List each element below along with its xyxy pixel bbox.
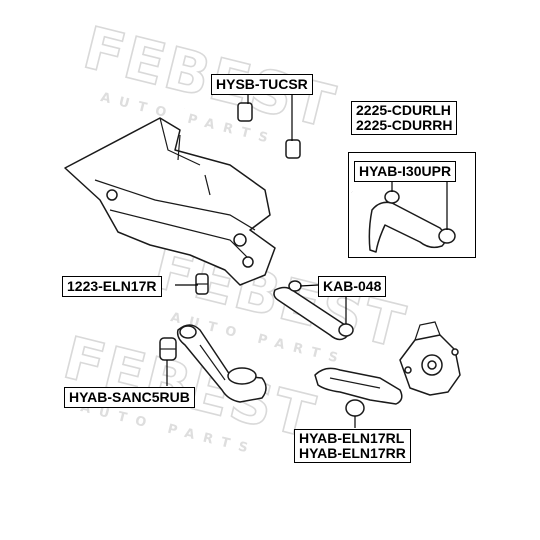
leader-lines bbox=[166, 93, 448, 428]
label-1223-eln17r-text: 1223-ELN17R bbox=[67, 278, 157, 294]
label-kab-048: KAB-048 bbox=[318, 276, 387, 297]
label-hyab-sanc5rub: HYAB-SANC5RUB bbox=[64, 387, 195, 408]
label-hyab-i30upr: HYAB-I30UPR bbox=[354, 161, 457, 182]
label-hysb-tucsr-text: HYSB-TUCSR bbox=[216, 76, 308, 92]
label-2225-cdur: 2225-CDURLH 2225-CDURRH bbox=[351, 101, 458, 135]
upper-arm bbox=[368, 190, 456, 253]
label-1223-eln17r: 1223-ELN17R bbox=[62, 276, 162, 297]
bushing-1223 bbox=[195, 273, 209, 295]
label-hyab-eln17rl-text: HYAB-ELN17RL bbox=[299, 430, 405, 446]
label-hyab-sanc5rub-text: HYAB-SANC5RUB bbox=[69, 389, 190, 405]
label-2225-cdurlh-text: 2225-CDURLH bbox=[356, 102, 451, 118]
trailing-arm bbox=[314, 367, 403, 417]
label-kab-048-text: KAB-048 bbox=[323, 278, 382, 294]
label-hyab-eln17rr-text: HYAB-ELN17RR bbox=[299, 445, 406, 461]
subframe bbox=[64, 117, 276, 286]
link-kab bbox=[273, 280, 354, 341]
bushing-sanc bbox=[159, 337, 177, 361]
upper-arm-group-box bbox=[348, 152, 476, 258]
label-hyab-i30upr-text: HYAB-I30UPR bbox=[359, 163, 452, 179]
lower-arm bbox=[176, 324, 267, 403]
label-2225-cdurrh-text: 2225-CDURRH bbox=[356, 117, 453, 133]
label-hysb-tucsr: HYSB-TUCSR bbox=[211, 74, 313, 95]
label-hyab-eln17: HYAB-ELN17RL HYAB-ELN17RR bbox=[294, 429, 411, 463]
knuckle bbox=[399, 321, 461, 396]
